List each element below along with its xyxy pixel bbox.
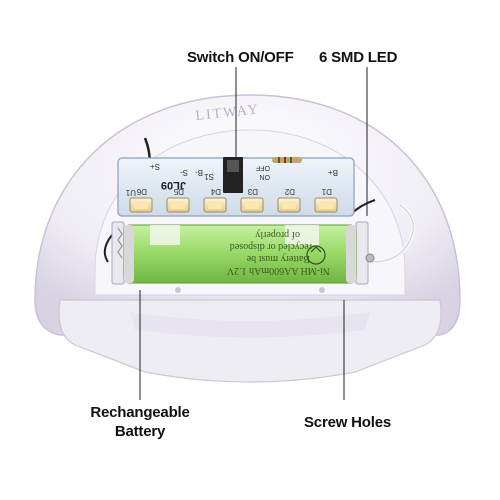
led-label: D4 bbox=[210, 187, 221, 196]
label-u1: U1 bbox=[125, 188, 136, 197]
recycle-icon bbox=[306, 245, 326, 265]
smd-led-lens bbox=[208, 201, 222, 209]
switch-callout: Switch ON/OFF bbox=[187, 49, 294, 66]
screw-callout: Screw Holes bbox=[304, 414, 392, 431]
battery: Battery must be recycled or disposed of … bbox=[123, 224, 357, 284]
led-callout: 6 SMD LED bbox=[319, 49, 398, 66]
battery-text-2: recycled or disposed bbox=[230, 241, 312, 252]
battery-text-4: Ni-MH AA600mAh 1.2V bbox=[226, 265, 330, 276]
brand-emboss: LITWAY bbox=[195, 102, 261, 124]
smd-led-lens bbox=[282, 201, 296, 209]
label-b-minus: B- bbox=[195, 168, 203, 177]
label-on: ON bbox=[260, 173, 271, 180]
battery-callout-line2: Battery bbox=[114, 423, 166, 440]
label-s-plus: S+ bbox=[150, 162, 160, 171]
led-label: D6 bbox=[136, 187, 147, 196]
label-b-plus: B+ bbox=[328, 168, 338, 177]
screw-hole bbox=[319, 287, 325, 293]
battery-text-3: of properly bbox=[255, 229, 300, 240]
board-model: JL09 bbox=[161, 179, 186, 191]
label-off: OFF bbox=[256, 164, 270, 171]
housing-base bbox=[58, 299, 442, 383]
led-label: D5 bbox=[173, 187, 184, 196]
label-s-minus: S- bbox=[180, 168, 188, 177]
screw-hole bbox=[175, 287, 181, 293]
label-s1: S1 bbox=[204, 172, 214, 181]
led-label: D3 bbox=[247, 187, 258, 196]
smd-led-lens bbox=[319, 201, 333, 209]
battery-callout: Rechangeable Battery bbox=[85, 403, 195, 441]
battery-clip-right bbox=[355, 221, 369, 285]
smd-led-lens bbox=[245, 201, 259, 209]
pcb-board: U1 S+ S1 B- S- OFF ON B+ JL09 D6 D5 D4 D3 D2… bbox=[117, 157, 355, 217]
battery-callout-line1: Rechangeable bbox=[90, 404, 190, 421]
smd-led-lens bbox=[134, 201, 148, 209]
led-label: D2 bbox=[284, 187, 295, 196]
led-label: D1 bbox=[321, 187, 332, 196]
resistor bbox=[272, 157, 302, 163]
battery-text-1: Battery must be bbox=[246, 253, 310, 264]
smd-led-lens bbox=[171, 201, 185, 209]
